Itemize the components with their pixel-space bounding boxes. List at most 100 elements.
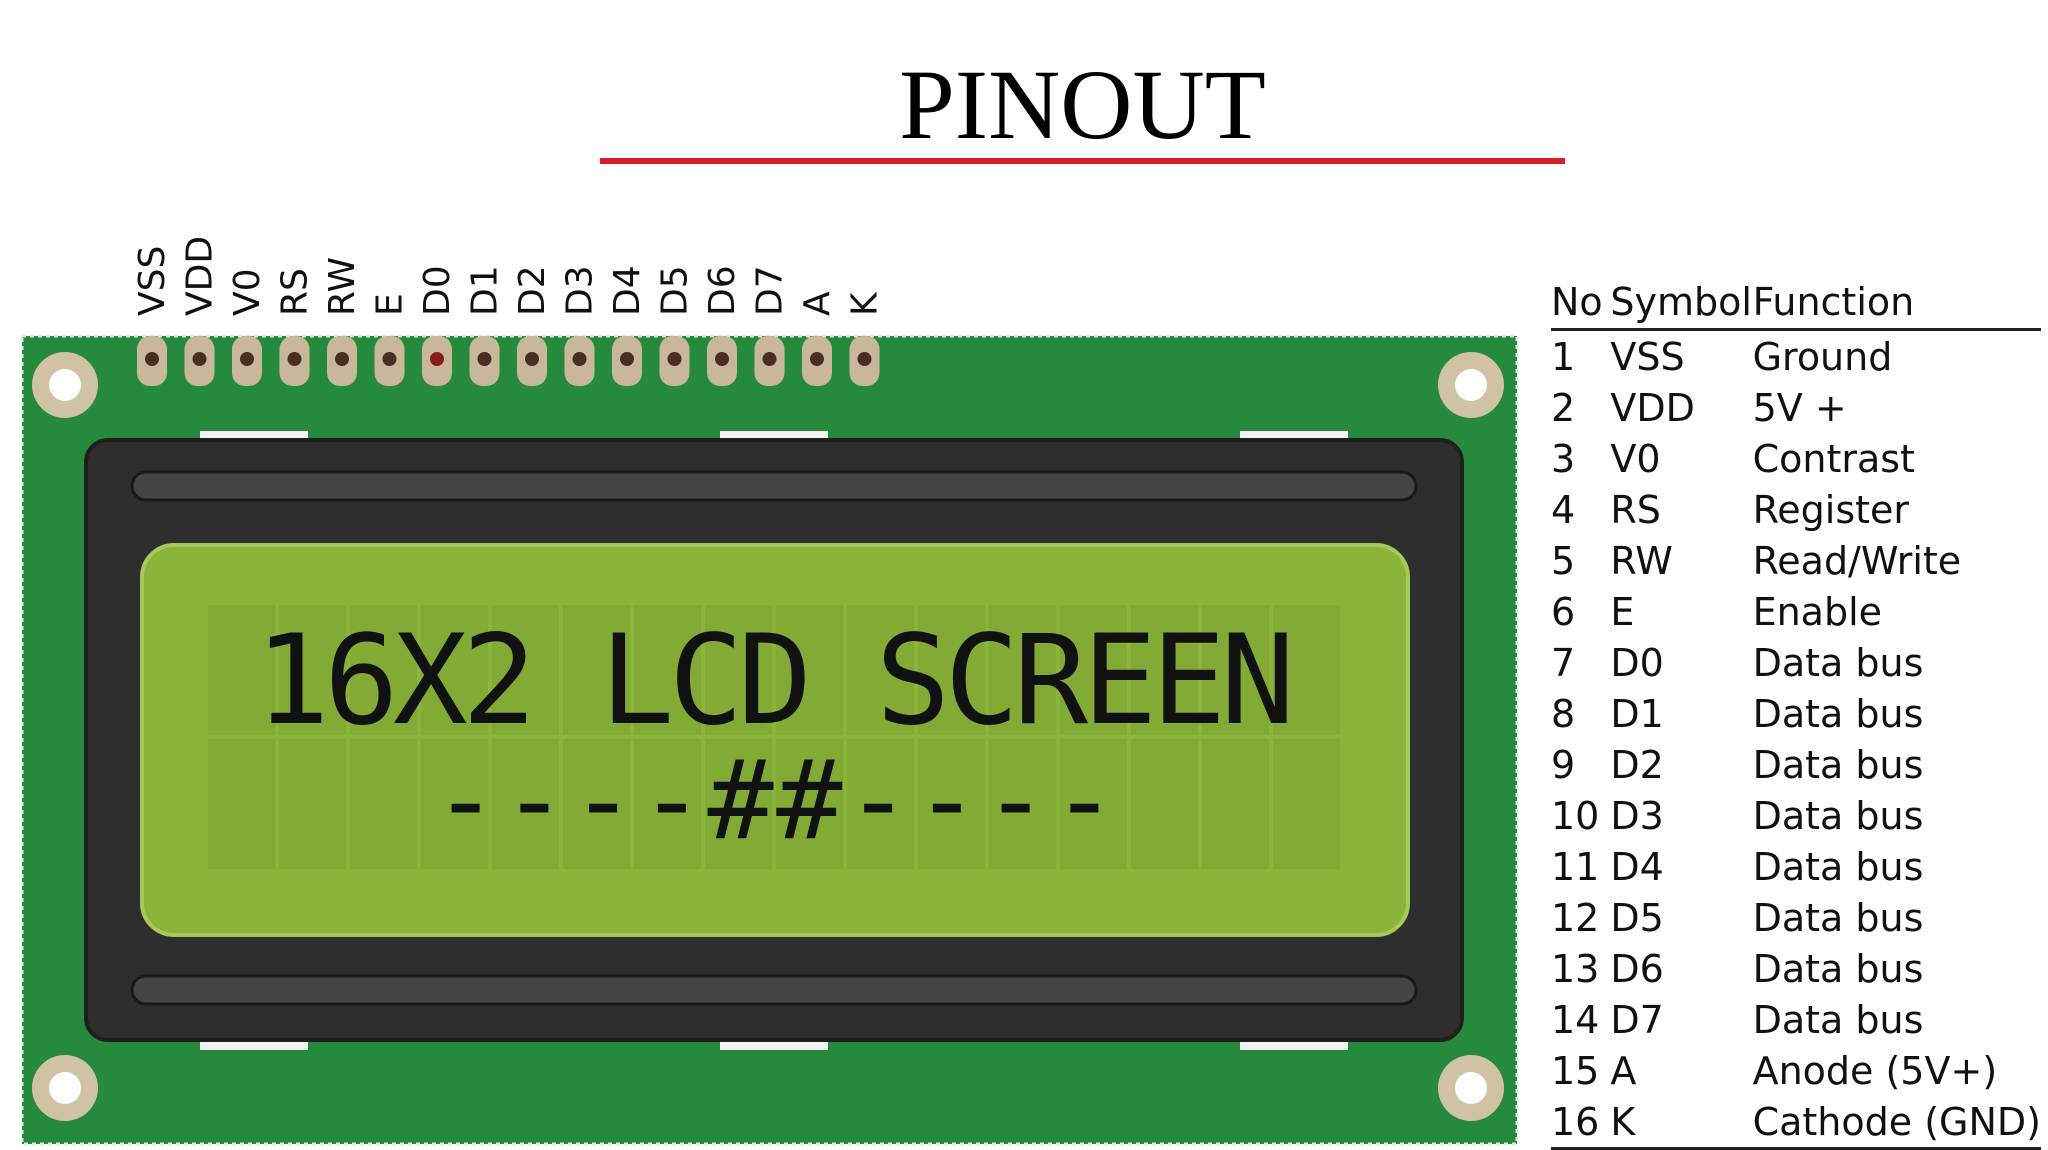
pin-header <box>849 336 880 386</box>
cell-symbol: D5 <box>1610 895 1664 940</box>
cell-no: 2 <box>1551 385 1576 430</box>
char-cell <box>1202 739 1269 869</box>
cell-function: Data bus <box>1752 997 1924 1042</box>
cell-function: Enable <box>1752 589 1883 634</box>
char-cell <box>1273 605 1340 735</box>
bezel-clip <box>200 1040 308 1050</box>
pin-label: A <box>797 291 838 316</box>
pin-label: RW <box>322 257 363 316</box>
cell-no: 5 <box>1551 538 1576 583</box>
pin-label: V0 <box>227 268 268 316</box>
cell-function: Data bus <box>1752 640 1924 685</box>
mounting-hole <box>1438 352 1504 418</box>
char-cell <box>279 739 346 869</box>
cell-symbol: D1 <box>1610 691 1664 736</box>
pin-header <box>659 336 690 386</box>
pin-headers <box>137 336 880 386</box>
char-cell <box>705 739 772 869</box>
cell-symbol: E <box>1610 589 1635 634</box>
bezel-clip <box>200 431 308 441</box>
table-row: 3 V0 Contrast <box>1551 433 2041 484</box>
pin-label: D0 <box>417 265 458 316</box>
pin-header <box>469 336 500 386</box>
cell-symbol: VDD <box>1610 385 1695 430</box>
cell-function: Anode (5V+) <box>1752 1048 1998 1093</box>
char-cell <box>421 605 488 735</box>
char-cell <box>421 739 488 869</box>
cell-no: 16 <box>1551 1096 1611 1150</box>
pin-header <box>232 336 262 386</box>
char-cell <box>1131 605 1198 735</box>
char-cell <box>847 605 914 735</box>
screen-line-1: 16X2 LCD SCREEN <box>255 609 1295 753</box>
cell-no: 14 <box>1551 997 1600 1042</box>
char-cell <box>705 605 772 735</box>
cell-no: 3 <box>1551 436 1576 481</box>
pin-label: D4 <box>607 265 648 316</box>
col-header-symbol: Symbol <box>1610 276 1753 331</box>
char-cell <box>492 739 559 869</box>
char-cell <box>492 605 559 735</box>
cell-function: Read/Write <box>1752 538 1962 583</box>
cell-symbol: D6 <box>1610 946 1664 991</box>
cell-symbol: D0 <box>1610 640 1664 685</box>
bezel-slot-bottom <box>130 974 1418 1006</box>
cell-no: 1 <box>1551 334 1576 379</box>
bezel-clip <box>1240 431 1348 441</box>
cell-no: 15 <box>1551 1048 1600 1093</box>
cell-symbol: A <box>1610 1048 1637 1093</box>
pin-label: D7 <box>750 265 791 316</box>
pin-header <box>184 336 215 386</box>
pin-header <box>137 336 167 386</box>
cell-function: Data bus <box>1752 946 1924 991</box>
cell-function: Data bus <box>1752 691 1924 736</box>
mounting-hole <box>1438 1055 1504 1121</box>
cell-symbol: V0 <box>1610 436 1661 481</box>
cell-no: 12 <box>1551 895 1600 940</box>
col-header-function: Function <box>1752 276 2041 331</box>
cell-function: Data bus <box>1752 742 1924 787</box>
char-cell <box>563 739 630 869</box>
title-underline <box>600 158 1565 164</box>
char-cell <box>776 739 843 869</box>
table-row: 5 RW Read/Write <box>1551 535 2041 586</box>
pin-header <box>754 336 785 386</box>
cell-function: Register <box>1752 487 1910 532</box>
pin-header <box>279 336 310 386</box>
pin-header <box>564 336 595 386</box>
col-header-no: No <box>1551 276 1611 331</box>
cell-function: Cathode (GND) <box>1752 1096 2041 1150</box>
pin-label: K <box>845 291 886 316</box>
cell-function: Ground <box>1752 334 1893 379</box>
cell-no: 4 <box>1551 487 1576 532</box>
page-title: PINOUT <box>899 49 1266 160</box>
pin-label: RS <box>275 268 316 316</box>
cell-no: 8 <box>1551 691 1576 736</box>
pin-label: D5 <box>655 265 696 316</box>
cell-symbol: K <box>1610 1096 1753 1150</box>
bezel-clip <box>720 431 828 441</box>
cell-no: 6 <box>1551 589 1576 634</box>
cell-no: 11 <box>1551 844 1600 889</box>
pin-header <box>327 336 357 386</box>
char-cell <box>634 605 701 735</box>
char-cell <box>1273 739 1340 869</box>
cell-symbol: RS <box>1610 487 1661 532</box>
pin-label: D2 <box>512 265 553 316</box>
cell-function: Contrast <box>1752 436 1915 481</box>
bezel-clip <box>1240 1040 1348 1050</box>
cell-symbol: RW <box>1610 538 1673 583</box>
pin-label: D1 <box>465 265 506 316</box>
char-cell <box>776 605 843 735</box>
